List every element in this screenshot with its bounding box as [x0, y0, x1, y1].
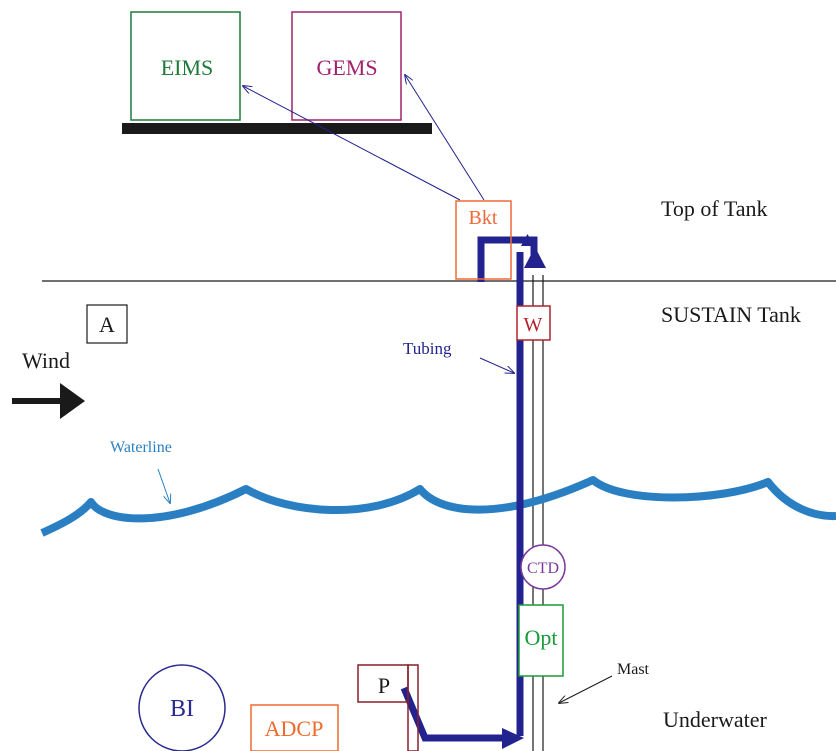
tubing-up-arrowhead: [521, 234, 534, 246]
tubing-annotation-label: Tubing: [403, 339, 452, 358]
tubing-top-arrowhead: [524, 247, 546, 268]
wind-arrow-icon: [12, 383, 85, 419]
p-box: P: [357, 664, 419, 751]
a-box: A: [86, 304, 128, 344]
eims-label: EIMS: [161, 55, 214, 80]
zone-label-sustain-tank: SUSTAIN Tank: [661, 302, 801, 327]
p-label: P: [378, 673, 390, 698]
zone-label-top-of-tank: Top of Tank: [661, 196, 768, 221]
adcp-label: ADCP: [265, 716, 324, 741]
ctd-circle: CTD: [520, 544, 566, 590]
tubing-bottom-arrowhead: [502, 728, 524, 749]
bkt-label: Bkt: [469, 207, 498, 229]
bi-circle: BI: [138, 664, 226, 751]
instrument-shelf: [122, 123, 432, 134]
eims-box: EIMS: [130, 11, 241, 121]
w-box: W: [516, 305, 551, 341]
wind-label: Wind: [22, 348, 70, 373]
tubing-top-loop: [477, 236, 538, 282]
a-label: A: [99, 312, 115, 337]
tubing-bottom: [400, 686, 505, 742]
opt-label: Opt: [525, 625, 558, 650]
bkt-to-eims-arrow: [243, 86, 461, 201]
bkt-to-gems-arrow: [405, 75, 485, 201]
mast-annotation-label: Mast: [617, 661, 650, 678]
tubing-pointer-arrow: [479, 357, 514, 373]
gems-box: GEMS: [291, 11, 402, 121]
ctd-label: CTD: [527, 560, 559, 577]
gems-label: GEMS: [316, 55, 377, 80]
w-label: W: [524, 314, 543, 336]
zone-label-underwater: Underwater: [663, 707, 768, 732]
waterline-annotation-label: Waterline: [110, 439, 172, 456]
bi-label: BI: [170, 696, 194, 722]
waterline-pointer-arrow: [157, 468, 170, 503]
adcp-box: ADCP: [250, 704, 339, 751]
waterline-wave: [40, 476, 836, 537]
bkt-box: Bkt: [455, 200, 512, 280]
opt-box: Opt: [518, 604, 564, 677]
mast: [532, 275, 544, 751]
mast-pointer-arrow: [559, 675, 613, 703]
